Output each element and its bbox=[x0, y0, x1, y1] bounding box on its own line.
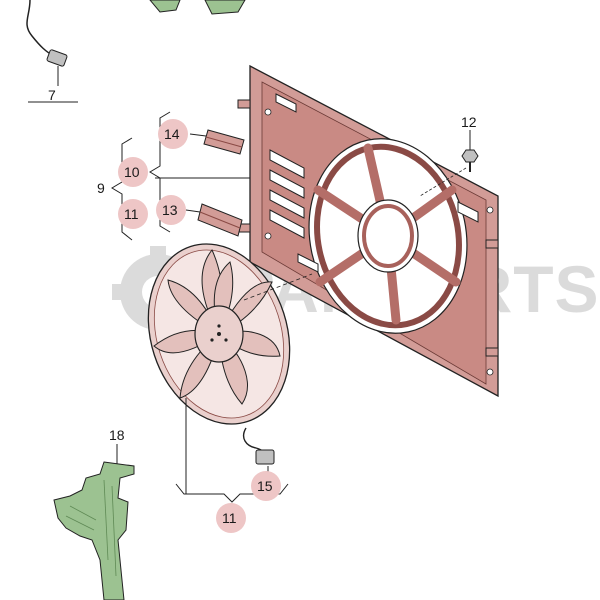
fan-shroud-frame bbox=[237, 64, 499, 398]
highlight-circle bbox=[216, 503, 246, 533]
highlight-circle bbox=[156, 195, 186, 225]
callout-10: 10 bbox=[118, 157, 148, 187]
highlight-circle bbox=[158, 119, 188, 149]
callout-7: 7 bbox=[48, 87, 56, 103]
svg-text:13: 13 bbox=[162, 202, 178, 218]
highlight-circle bbox=[118, 199, 148, 229]
svg-text:9: 9 bbox=[97, 180, 105, 196]
callout-9: 9 bbox=[97, 180, 105, 196]
callout-18: 18 bbox=[109, 427, 125, 443]
svg-text:15: 15 bbox=[257, 478, 273, 494]
seal-strip-13 bbox=[185, 203, 243, 237]
callout-11-lower: 11 bbox=[216, 503, 246, 533]
highlight-circle bbox=[251, 471, 281, 501]
callout-12: 12 bbox=[461, 114, 477, 130]
radiator-fan bbox=[147, 243, 313, 425]
seal-strip-14 bbox=[189, 129, 245, 155]
svg-text:14: 14 bbox=[164, 126, 180, 142]
callout-11-upper: 11 bbox=[118, 199, 148, 229]
bolt-12 bbox=[419, 130, 479, 197]
highlight-circle bbox=[118, 157, 148, 187]
svg-text:7: 7 bbox=[48, 87, 56, 103]
group-brackets-9-10-11 bbox=[111, 111, 289, 503]
callout-15: 15 bbox=[251, 471, 281, 501]
fan-connector-15 bbox=[242, 427, 275, 465]
callouts: 7 12 14 10 9 11 13 18 15 bbox=[48, 87, 477, 533]
svg-text:11: 11 bbox=[222, 510, 237, 526]
top-green-parts bbox=[149, 0, 246, 15]
svg-text:12: 12 bbox=[461, 114, 477, 130]
air-guide-bracket-18 bbox=[53, 444, 135, 600]
callout-14: 14 bbox=[158, 119, 188, 149]
svg-text:18: 18 bbox=[109, 427, 125, 443]
svg-text:11: 11 bbox=[124, 206, 139, 222]
callout-13: 13 bbox=[156, 195, 186, 225]
svg-text:10: 10 bbox=[124, 164, 140, 180]
harness-connector-7 bbox=[26, 0, 78, 103]
